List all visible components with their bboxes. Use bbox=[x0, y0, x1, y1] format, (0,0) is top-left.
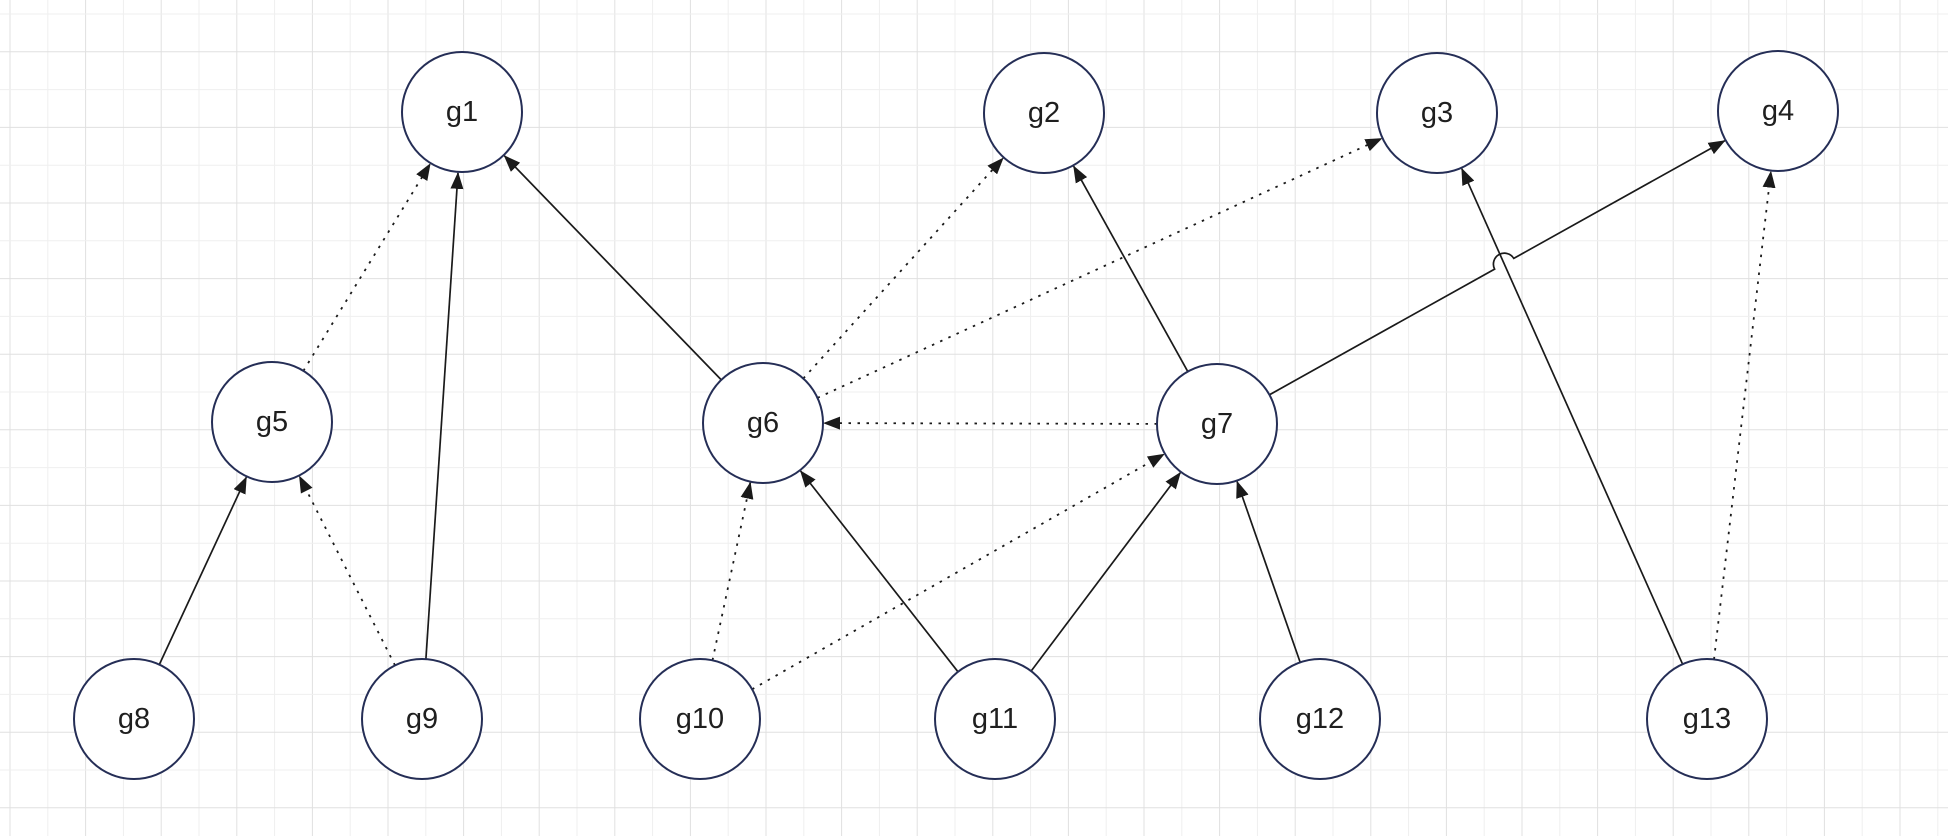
node-circle-g13[interactable] bbox=[1646, 658, 1768, 780]
edge-g13-g3[interactable] bbox=[1461, 167, 1684, 665]
node-label-g12: g12 bbox=[1296, 703, 1344, 735]
node-circle-g6[interactable] bbox=[702, 362, 824, 484]
node-label-g10: g10 bbox=[676, 703, 724, 735]
node-label-g8: g8 bbox=[118, 703, 150, 735]
node-label-g7: g7 bbox=[1201, 408, 1233, 440]
node-label-g11: g11 bbox=[972, 703, 1018, 735]
node-circle-g7[interactable] bbox=[1156, 363, 1278, 485]
node-g5[interactable]: g5 bbox=[211, 361, 333, 483]
node-circle-g1[interactable] bbox=[401, 51, 523, 173]
node-label-g1: g1 bbox=[446, 96, 478, 128]
node-label-g2: g2 bbox=[1028, 97, 1060, 129]
node-g12[interactable]: g12 bbox=[1259, 658, 1381, 780]
node-circle-g11[interactable] bbox=[934, 658, 1056, 780]
node-circle-g2[interactable] bbox=[983, 52, 1105, 174]
node-g13[interactable]: g13 bbox=[1646, 658, 1768, 780]
node-label-g5: g5 bbox=[256, 406, 288, 438]
node-circle-g3[interactable] bbox=[1376, 52, 1498, 174]
node-circle-g12[interactable] bbox=[1259, 658, 1381, 780]
node-g10[interactable]: g10 bbox=[639, 658, 761, 780]
node-circle-g5[interactable] bbox=[211, 361, 333, 483]
edge-g7-g4[interactable] bbox=[1268, 139, 1726, 396]
edge-g6-g1[interactable] bbox=[503, 155, 722, 381]
nodes: g1 g2 g3 g4 g5 g6 g7 g8 g9 g10 g11 g12 g13 bbox=[73, 50, 1839, 780]
node-label-g3: g3 bbox=[1421, 97, 1453, 129]
node-circle-g10[interactable] bbox=[639, 658, 761, 780]
edge-g10-g6[interactable] bbox=[711, 481, 754, 661]
node-g4[interactable]: g4 bbox=[1717, 50, 1839, 172]
node-g8[interactable]: g8 bbox=[73, 658, 195, 780]
edge-g9-g1[interactable] bbox=[425, 171, 464, 660]
node-g6[interactable]: g6 bbox=[702, 362, 824, 484]
node-circle-g4[interactable] bbox=[1717, 50, 1839, 172]
edges bbox=[158, 137, 1776, 691]
node-label-g6: g6 bbox=[747, 407, 779, 439]
node-label-g9: g9 bbox=[406, 703, 438, 735]
edge-g8-g5[interactable] bbox=[158, 476, 248, 665]
edge-g7-g2[interactable] bbox=[1072, 165, 1189, 373]
node-label-g13: g13 bbox=[1683, 703, 1731, 735]
node-label-g4: g4 bbox=[1762, 95, 1794, 127]
node-g9[interactable]: g9 bbox=[361, 658, 483, 780]
edge-g11-g7[interactable] bbox=[1030, 471, 1181, 672]
edge-g11-g6[interactable] bbox=[799, 470, 959, 673]
edge-g12-g7[interactable] bbox=[1236, 480, 1302, 663]
edge-g7-g6[interactable] bbox=[823, 416, 1158, 430]
node-circle-g8[interactable] bbox=[73, 658, 195, 780]
node-g7[interactable]: g7 bbox=[1156, 363, 1278, 485]
node-g2[interactable]: g2 bbox=[983, 52, 1105, 174]
node-g11[interactable]: g11 bbox=[934, 658, 1056, 780]
edge-g13-g4[interactable] bbox=[1713, 170, 1776, 660]
node-circle-g9[interactable] bbox=[361, 658, 483, 780]
node-g3[interactable]: g3 bbox=[1376, 52, 1498, 174]
node-g1[interactable]: g1 bbox=[401, 51, 523, 173]
